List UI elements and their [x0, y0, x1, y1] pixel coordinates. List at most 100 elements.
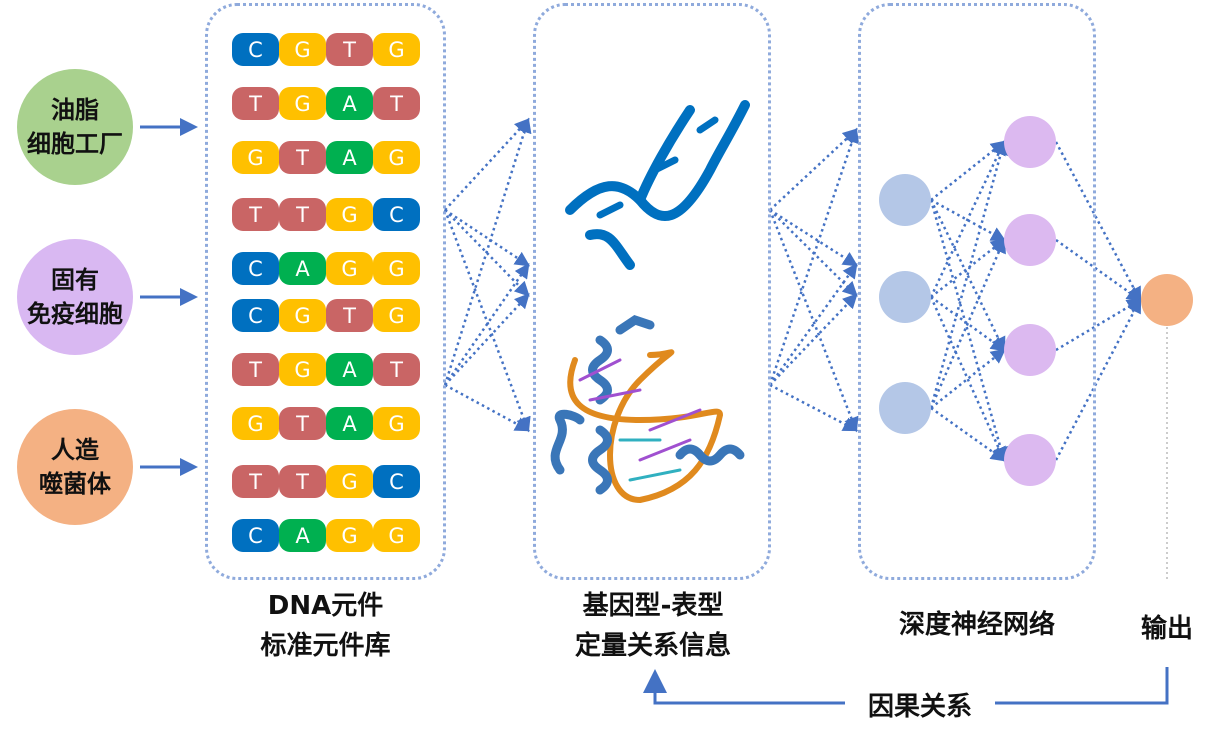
- base-G: G: [279, 33, 326, 66]
- hidden-node: [1004, 116, 1056, 168]
- base-T: T: [232, 465, 279, 498]
- base-G: G: [373, 33, 420, 66]
- input-node: [879, 174, 931, 226]
- source-artificial-phage: 人造 噬菌体: [17, 409, 133, 525]
- dotted-arrow: [769, 209, 858, 297]
- dotted-arrow: [930, 198, 1007, 242]
- base-T: T: [326, 299, 373, 332]
- base-G: G: [373, 299, 420, 332]
- input-node: [879, 271, 931, 323]
- dotted-arrow: [929, 139, 1008, 409]
- base-G: G: [326, 198, 373, 231]
- dotted-arrow: [443, 117, 532, 386]
- base-C: C: [232, 33, 279, 66]
- dotted-arrow: [768, 262, 858, 386]
- source-label: 油脂 细胞工厂: [27, 96, 123, 158]
- base-A: A: [326, 353, 373, 386]
- dotted-arrow: [929, 237, 1006, 409]
- dotted-arrow: [444, 208, 531, 267]
- label-line: 定量关系信息: [574, 631, 731, 661]
- base-G: G: [373, 407, 420, 440]
- genotype-phenotype-label: 基因型-表型定量关系信息: [533, 586, 773, 666]
- label-line: 标准元件库: [260, 631, 391, 661]
- dotted-arrow: [768, 127, 860, 386]
- base-A: A: [326, 407, 373, 440]
- base-G: G: [279, 87, 326, 120]
- base-G: G: [373, 519, 420, 552]
- base-G: G: [279, 299, 326, 332]
- dotted-arrow: [444, 293, 530, 386]
- hidden-node: [1004, 434, 1056, 486]
- dna-helix-icon: [565, 100, 750, 270]
- protein-dna-structure-image: [550, 315, 745, 504]
- neural-network-label: 深度神经网络: [898, 610, 1055, 640]
- base-T: T: [326, 33, 373, 66]
- base-T: T: [232, 353, 279, 386]
- base-T: T: [279, 407, 326, 440]
- dotted-arrow: [444, 209, 530, 297]
- dotted-arrow: [444, 383, 531, 432]
- base-G: G: [232, 407, 279, 440]
- base-C: C: [373, 198, 420, 231]
- label-line: 基因型-表型: [582, 591, 724, 621]
- base-T: T: [373, 87, 420, 120]
- dotted-arrow: [769, 208, 859, 267]
- dotted-arrow: [1054, 297, 1142, 461]
- dna-library-label: DNA元件标准元件库: [205, 586, 446, 666]
- dna-library-box: [205, 3, 446, 580]
- base-T: T: [373, 353, 420, 386]
- source-label: 固有 免疫细胞: [27, 266, 123, 328]
- base-A: A: [326, 87, 373, 120]
- hidden-node: [1004, 324, 1056, 376]
- dotted-arrow: [768, 209, 859, 433]
- source-oil-cell-factory: 油脂 细胞工厂: [17, 69, 133, 185]
- base-T: T: [232, 198, 279, 231]
- base-C: C: [373, 465, 420, 498]
- base-G: G: [326, 519, 373, 552]
- genotype-phenotype-box: [533, 3, 771, 580]
- dotted-arrow: [443, 262, 530, 386]
- dotted-arrow: [444, 118, 530, 211]
- neural-network-box: [858, 3, 1096, 580]
- base-A: A: [279, 519, 326, 552]
- dotted-arrow: [1055, 238, 1143, 302]
- base-G: G: [373, 252, 420, 285]
- hidden-node: [1004, 214, 1056, 266]
- output-label: 输出: [1140, 614, 1193, 644]
- dotted-arrow: [769, 383, 859, 432]
- source-label: 人造 噬菌体: [39, 436, 111, 498]
- base-T: T: [279, 465, 326, 498]
- dotted-arrow: [929, 199, 1006, 353]
- base-G: G: [373, 141, 420, 174]
- base-C: C: [232, 299, 279, 332]
- dotted-arrow: [1055, 298, 1143, 352]
- dotted-arrow: [769, 293, 858, 386]
- dotted-arrow: [769, 128, 858, 211]
- base-G: G: [326, 252, 373, 285]
- base-G: G: [326, 465, 373, 498]
- base-C: C: [232, 519, 279, 552]
- source-innate-immune-cell: 固有 免疫细胞: [17, 239, 133, 355]
- causality-label: 因果关系: [845, 687, 995, 727]
- output-node: [1141, 274, 1193, 326]
- dotted-arrow: [929, 139, 1006, 298]
- base-G: G: [232, 141, 279, 174]
- base-T: T: [232, 87, 279, 120]
- base-A: A: [279, 252, 326, 285]
- input-node: [879, 382, 931, 434]
- dotted-arrow: [443, 209, 531, 433]
- base-T: T: [279, 198, 326, 231]
- base-C: C: [232, 252, 279, 285]
- base-G: G: [279, 353, 326, 386]
